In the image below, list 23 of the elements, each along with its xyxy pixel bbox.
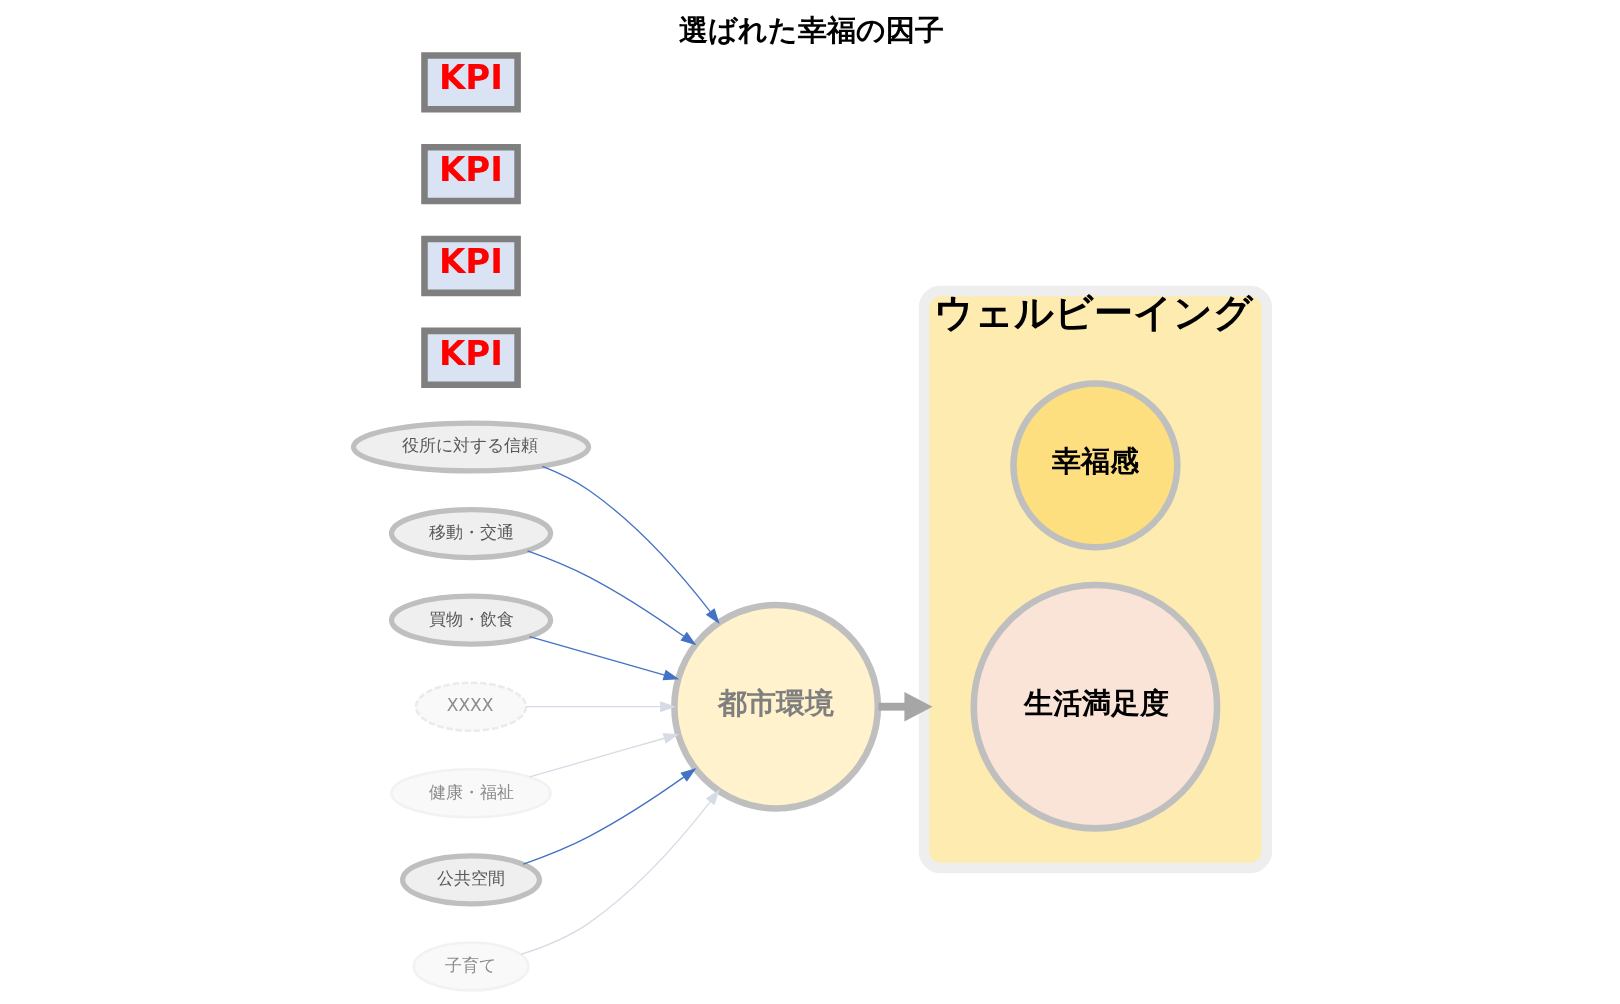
node-ellipse: 買物・飲食 (388, 593, 554, 647)
node-ellipse: 移動・交通 (388, 506, 554, 561)
arrow (528, 733, 680, 778)
arrow (522, 768, 697, 865)
node-ellipse: 公共空間 (400, 853, 543, 907)
node-ellipse: 健康・福祉 (390, 768, 552, 819)
node-box: KPI (421, 327, 521, 388)
node-ellipse: 役所に対する信頼 (350, 420, 592, 474)
arrow (528, 635, 680, 681)
node-ellipse: 子育て (412, 941, 530, 992)
node-box: KPI (421, 235, 521, 297)
arrow (541, 465, 720, 625)
node-circle: 都市環境 (671, 601, 882, 812)
node-circle: 幸福感 (1010, 380, 1181, 551)
arrow (878, 691, 933, 722)
diagram-title: 選ばれた幸福の因子 (679, 13, 945, 48)
node-box: KPI (421, 144, 521, 205)
arrow (525, 701, 676, 713)
node-ellipse: XXXX (414, 681, 528, 732)
arrow (526, 550, 697, 646)
node-box: KPI (421, 52, 521, 113)
arrow (520, 789, 720, 956)
node-circle: 生活満足度 (970, 581, 1221, 832)
